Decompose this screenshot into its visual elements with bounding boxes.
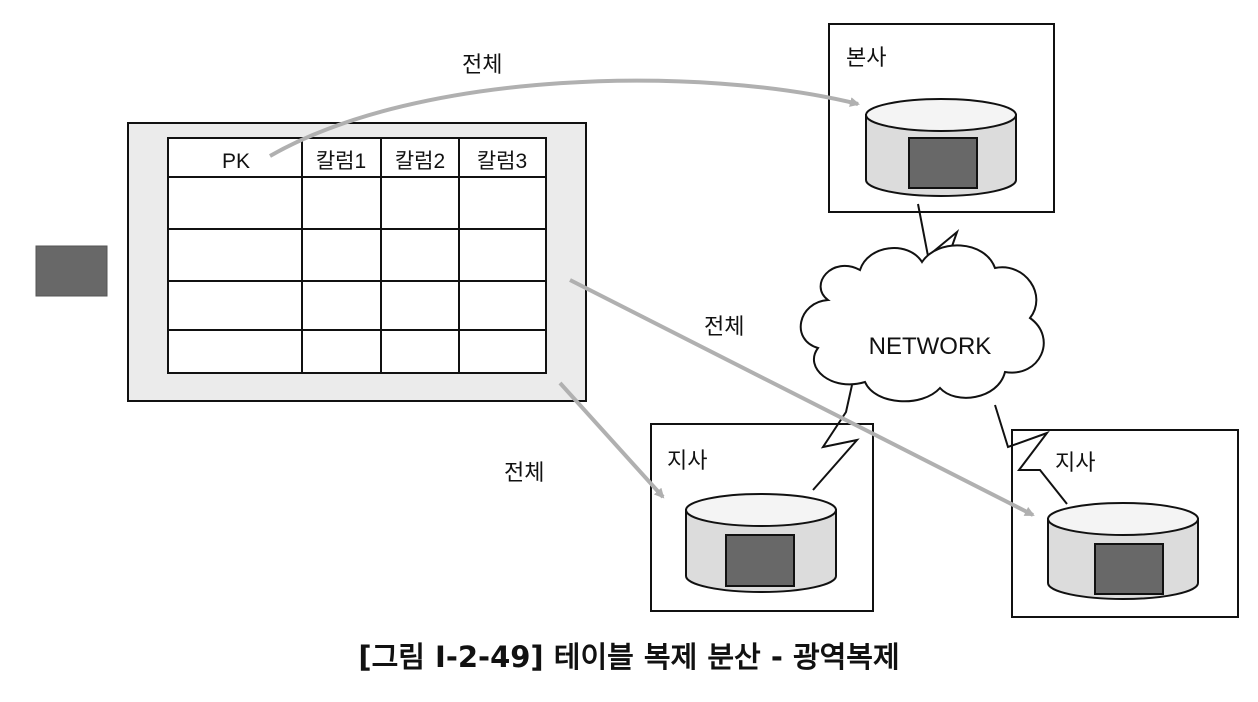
figure-caption: [그림 Ⅰ-2-49] 테이블 복제 분산 - 광역복제 (358, 640, 899, 674)
branch-left-network-link (812, 384, 860, 491)
arrow-label-hq: 전체 (462, 53, 502, 78)
table-header-col3: 칼럼3 (477, 150, 527, 173)
branch-left-site: 지사 (650, 423, 874, 612)
table-block-icon (35, 245, 108, 297)
table-header-col1: 칼럼1 (316, 150, 366, 173)
hq-label: 본사 (846, 46, 886, 71)
branch-left-label: 지사 (667, 449, 707, 474)
table-header-col2: 칼럼2 (395, 150, 445, 173)
hq-site: 본사 (828, 23, 1055, 213)
network-cloud: NETWORK (799, 244, 1045, 403)
hq-database-icon (865, 98, 1017, 197)
arrow-label-branch-left: 전체 (504, 461, 544, 486)
arrow-to-branch-right (569, 278, 1035, 517)
table-header-pk: PK (222, 150, 250, 173)
branch-left-database-icon (685, 493, 837, 593)
branch-right-label: 지사 (1055, 451, 1095, 476)
table-panel: PK 칼럼1 칼럼2 칼럼3 (127, 122, 587, 402)
branch-right-network-link (994, 404, 1068, 505)
arrow-to-branch-left (558, 381, 665, 499)
arrow-to-hq (269, 78, 860, 158)
network-label: NETWORK (869, 333, 992, 360)
arrow-label-branch-right: 전체 (704, 315, 744, 340)
branch-right-site: 지사 (1011, 429, 1239, 618)
branch-right-database-icon (1047, 502, 1199, 600)
